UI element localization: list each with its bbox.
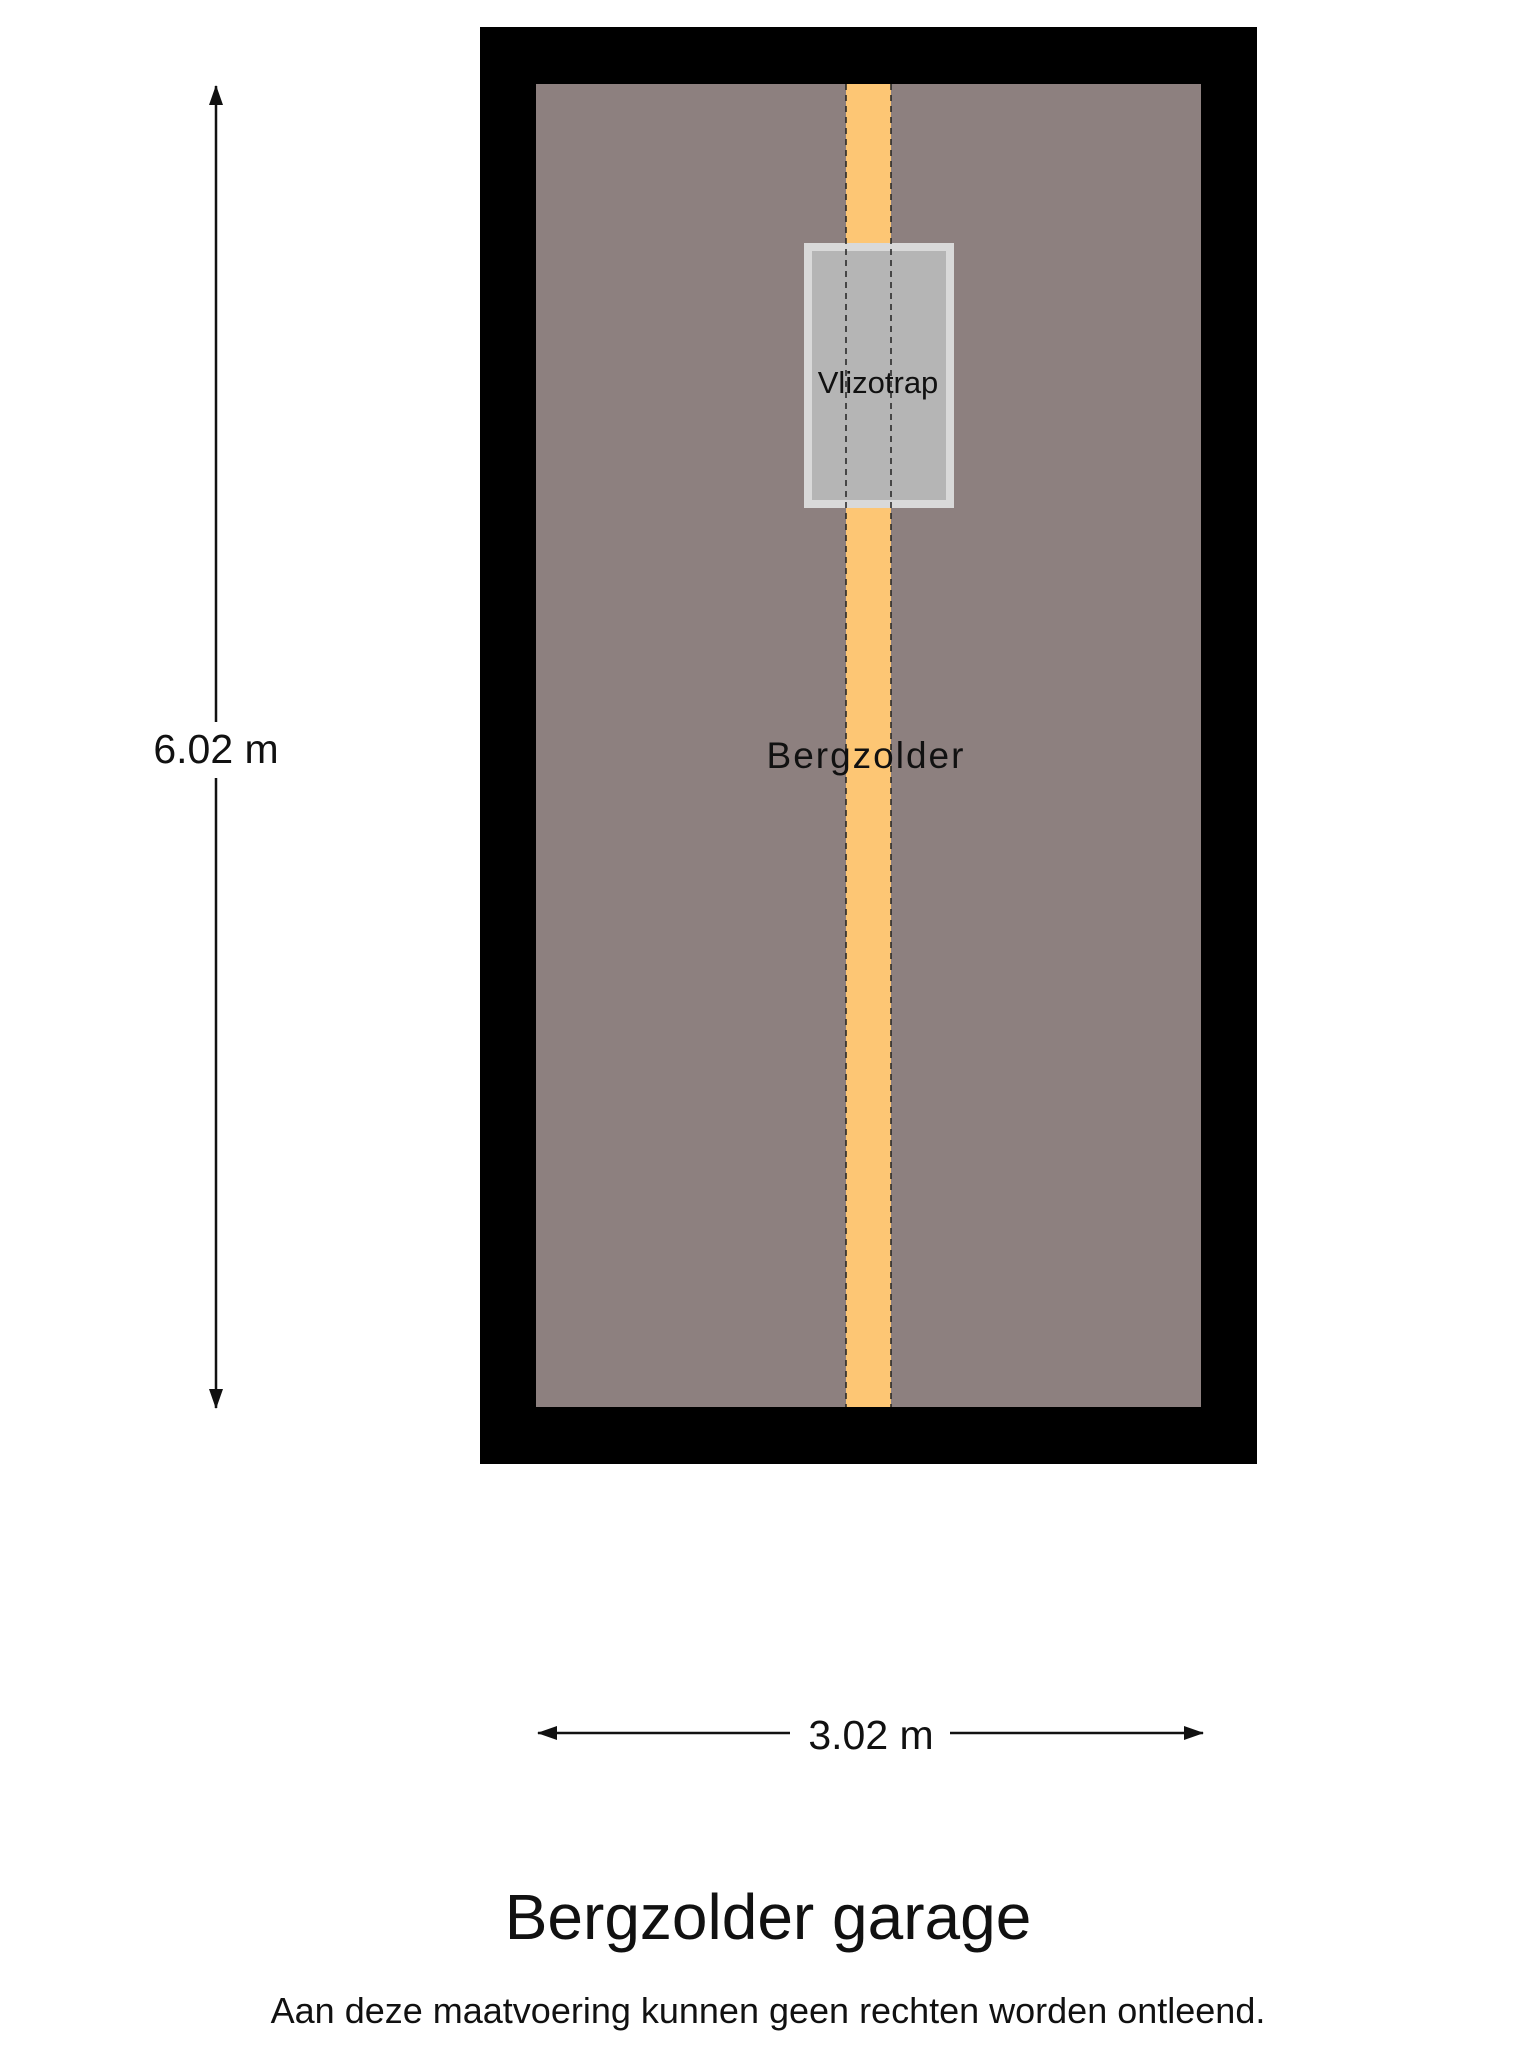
- room-label: Bergzolder: [767, 735, 966, 776]
- stair-label: Vlizotrap: [818, 365, 939, 400]
- width-dimension-label: 3.02 m: [808, 1712, 933, 1758]
- attic-stair: Vlizotrap: [804, 243, 954, 508]
- plan-title: Bergzolder garage: [504, 1881, 1032, 1953]
- stair-hatch-inner: [812, 251, 946, 500]
- height-dimension-label: 6.02 m: [153, 726, 278, 772]
- height-dimension: 6.02 m: [140, 85, 292, 1409]
- height-label-background: [140, 722, 292, 778]
- width-dimension: 3.02 m: [537, 1712, 1204, 1758]
- plan-disclaimer: Aan deze maatvoering kunnen geen rechten…: [270, 1990, 1266, 2031]
